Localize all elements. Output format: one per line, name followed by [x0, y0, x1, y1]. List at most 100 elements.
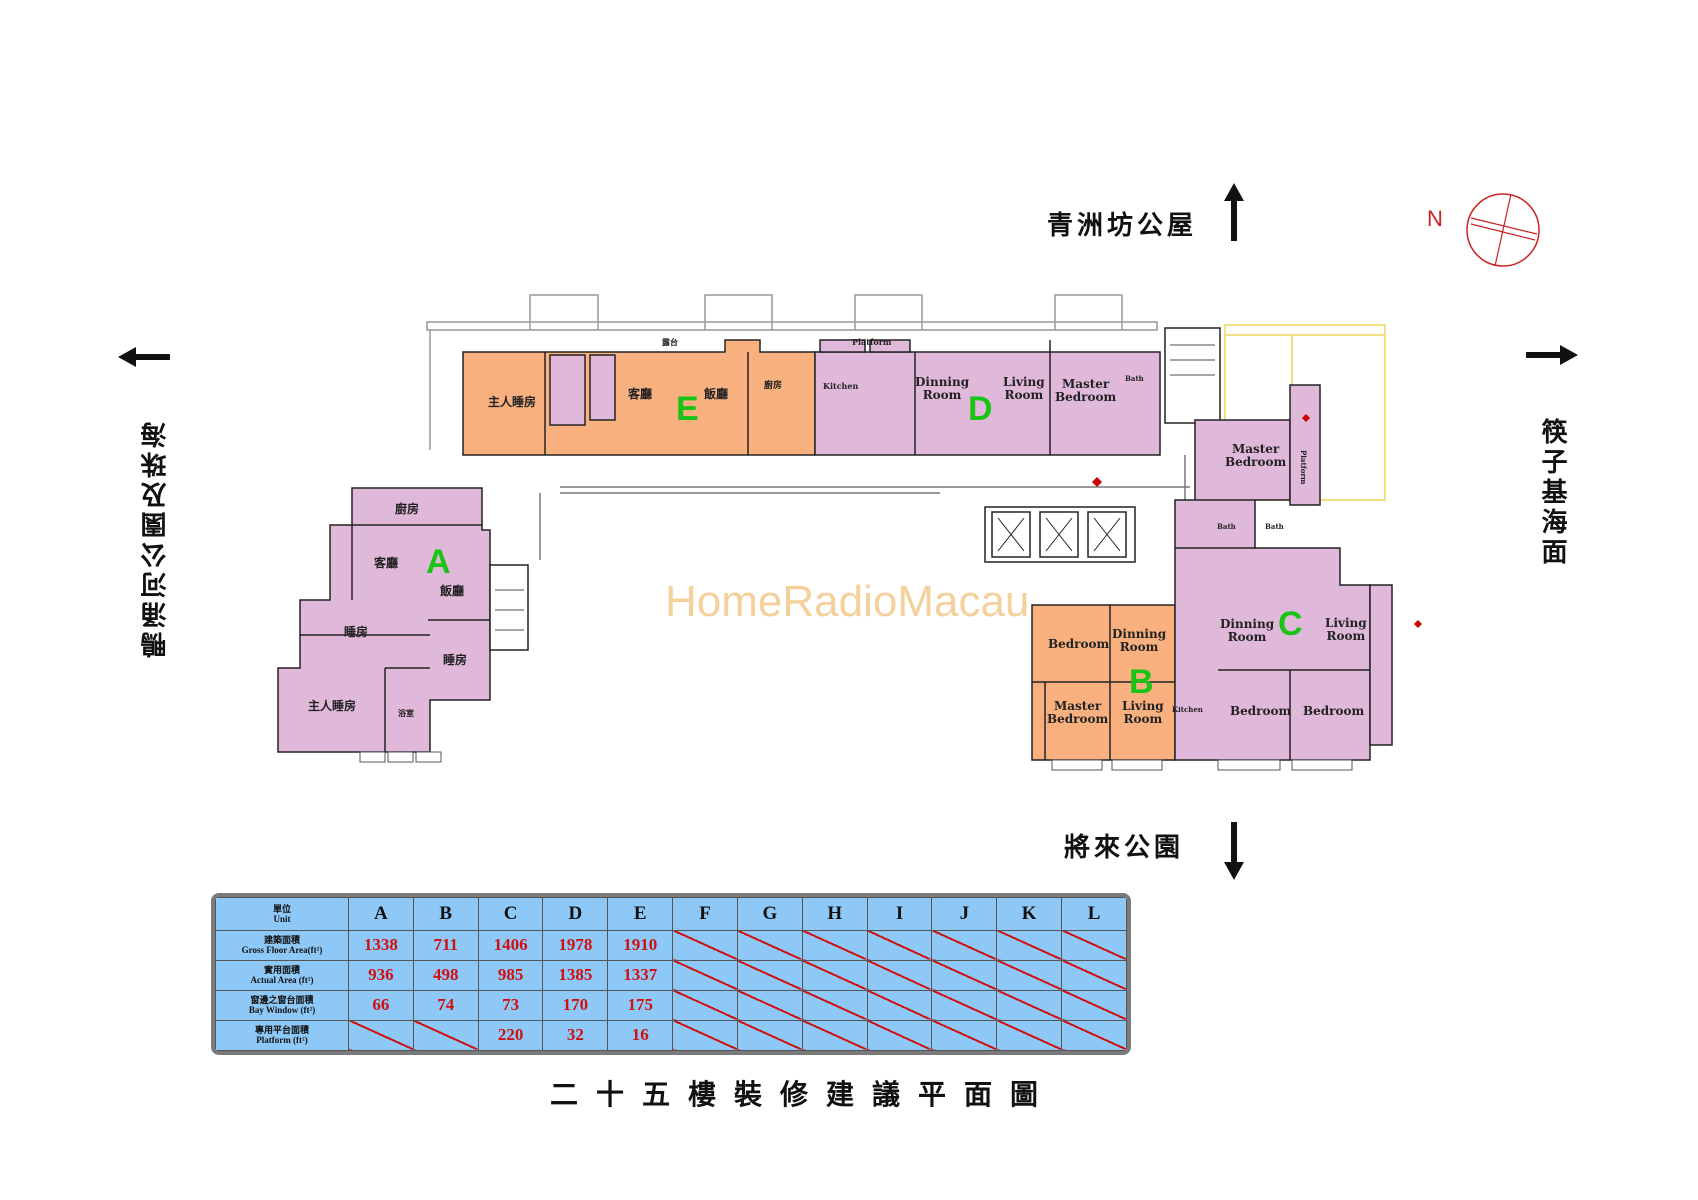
unit-c-living-room-label: Living Room: [1325, 616, 1367, 643]
table-cell-empty: [866, 989, 933, 1021]
unit-a-dining-room-label: 飯廳: [440, 584, 465, 598]
unit-a-area: [277, 487, 491, 753]
table-cell-empty: [996, 1019, 1063, 1051]
area-table: 單位 Unit A B C D E F G H I J K L 建築面積 Gro…: [211, 893, 1131, 1055]
table-cell: 220: [477, 1019, 544, 1051]
table-cell-empty: [996, 989, 1063, 1021]
unit-c-letter: C: [1278, 605, 1303, 643]
table-row: 專用平台面積 Platform (ft²) 220 32 16: [215, 1019, 1127, 1051]
table-column-header: E: [607, 897, 674, 931]
table-cell-empty: [931, 959, 998, 991]
unit-d-bath-label: Bath: [1125, 374, 1144, 383]
unit-a-bedroom-1-label: 睡房: [344, 625, 369, 639]
table-cell-empty: [996, 929, 1063, 961]
table-row-label: 窗邊之窗台面積 Bay Window (ft²): [215, 989, 349, 1021]
unit-d-letter: D: [968, 390, 993, 428]
table-cell-empty: [736, 1019, 803, 1051]
table-cell-empty: [931, 989, 998, 1021]
table-header-row: 單位 Unit A B C D E F G H I J K L: [215, 897, 1127, 931]
unit-c-bath-2-label: Bath: [1265, 522, 1284, 531]
unit-b-bedroom-label: Bedroom: [1048, 637, 1110, 651]
table-cell-empty: [1061, 929, 1127, 961]
unit-d-area: [814, 351, 1161, 456]
unit-c-bath-1-label: Bath: [1217, 522, 1236, 531]
table-cell: 73: [477, 989, 544, 1021]
table-cell-empty: [412, 1019, 479, 1051]
unit-b-dining-room-label: Dinning Room: [1112, 627, 1167, 654]
east-direction-label: 筷子基海面: [1537, 418, 1567, 568]
table-cell: 32: [542, 1019, 609, 1051]
table-cell-empty: [866, 929, 933, 961]
table-cell-empty: [931, 1019, 998, 1051]
table-row-label: 建築面積 Gross Floor Area(ft²): [215, 929, 349, 961]
unit-a-bathroom-label: 浴室: [398, 708, 414, 718]
table-column-header: L: [1061, 897, 1127, 931]
table-cell: 1910: [607, 929, 674, 961]
table-cell: 175: [607, 989, 674, 1021]
compass-north-label: N: [1427, 206, 1443, 231]
table-cell: 936: [348, 959, 414, 991]
table-column-header: G: [736, 897, 803, 931]
south-direction-label: 將來公園: [1064, 833, 1185, 863]
page-title: 二十五樓裝修建議平面圖: [550, 1078, 1057, 1111]
unit-e-master-bedroom-label: 主人睡房: [488, 395, 537, 409]
table-column-header: B: [412, 897, 479, 931]
unit-d-kitchen-label: Kitchen: [823, 381, 859, 391]
table-row-label: 實用面積 Actual Area (ft²): [215, 959, 349, 991]
table-cell-empty: [348, 1019, 414, 1051]
unit-d-dining-room-label: Dinning Room: [915, 375, 970, 402]
table-cell-empty: [736, 959, 803, 991]
unit-e-dining-room-label: 飯廳: [704, 387, 729, 401]
table-cell: 1385: [542, 959, 609, 991]
table-cell: 498: [412, 959, 479, 991]
table-cell-empty: [736, 929, 803, 961]
table-cell: 66: [348, 989, 414, 1021]
table-header-label: 單位 Unit: [215, 897, 349, 931]
table-cell: 985: [477, 959, 544, 991]
unit-d-master-bedroom-label: Master Bedroom: [1055, 377, 1117, 404]
east-arrow-icon: [1526, 345, 1578, 365]
unit-e-kitchen-label: 廚房: [764, 381, 783, 391]
table-cell-empty: [672, 959, 738, 991]
unit-e-balcony-label: 露台: [662, 337, 678, 347]
west-arrow-icon: [118, 347, 170, 367]
table-cell-empty: [931, 929, 998, 961]
unit-a-living-room-label: 客廳: [374, 556, 399, 570]
table-column-header: C: [477, 897, 544, 931]
table-cell-empty: [866, 1019, 933, 1051]
unit-b-letter: B: [1129, 663, 1154, 701]
unit-b-master-bedroom-label: Master Bedroom: [1047, 699, 1109, 726]
table-cell-empty: [672, 929, 738, 961]
table-column-header: A: [348, 897, 414, 931]
north-direction-label: 青洲坊公屋: [1047, 211, 1198, 241]
table-cell-empty: [672, 989, 738, 1021]
table-cell-empty: [996, 959, 1063, 991]
unit-e-letter: E: [676, 390, 699, 428]
unit-c-platform-label: Platform: [1299, 450, 1308, 485]
table-column-header: H: [801, 897, 868, 931]
table-cell-empty: [801, 959, 868, 991]
table-cell-empty: [801, 1019, 868, 1051]
unit-d-platform-label: Platform: [852, 337, 892, 347]
unit-c-master-bedroom-label: Master Bedroom: [1225, 442, 1287, 469]
table-cell-empty: [1061, 989, 1127, 1021]
table-cell: 1406: [477, 929, 544, 961]
unit-c-bedroom-1-label: Bedroom: [1230, 704, 1292, 718]
table-column-header: D: [542, 897, 609, 931]
watermark: HomeRadioMacau: [665, 577, 1030, 626]
table-cell-empty: [801, 989, 868, 1021]
table-cell: 170: [542, 989, 609, 1021]
table-column-header: F: [672, 897, 738, 931]
table-cell-empty: [736, 989, 803, 1021]
table-row: 實用面積 Actual Area (ft²) 936 498 985 1385 …: [215, 959, 1127, 991]
table-row-label: 專用平台面積 Platform (ft²): [215, 1019, 349, 1051]
table-column-header: J: [931, 897, 998, 931]
unit-c-dining-room-label: Dinning Room: [1220, 617, 1275, 644]
unit-a-master-bedroom-label: 主人睡房: [308, 699, 357, 713]
unit-c-bedroom-2-label: Bedroom: [1303, 704, 1365, 718]
table-column-header: I: [866, 897, 933, 931]
unit-d-living-room-label: Living Room: [1003, 375, 1045, 402]
table-row: 窗邊之窗台面積 Bay Window (ft²) 66 74 73 170 17…: [215, 989, 1127, 1021]
unit-a-bedroom-2-label: 睡房: [443, 653, 468, 667]
